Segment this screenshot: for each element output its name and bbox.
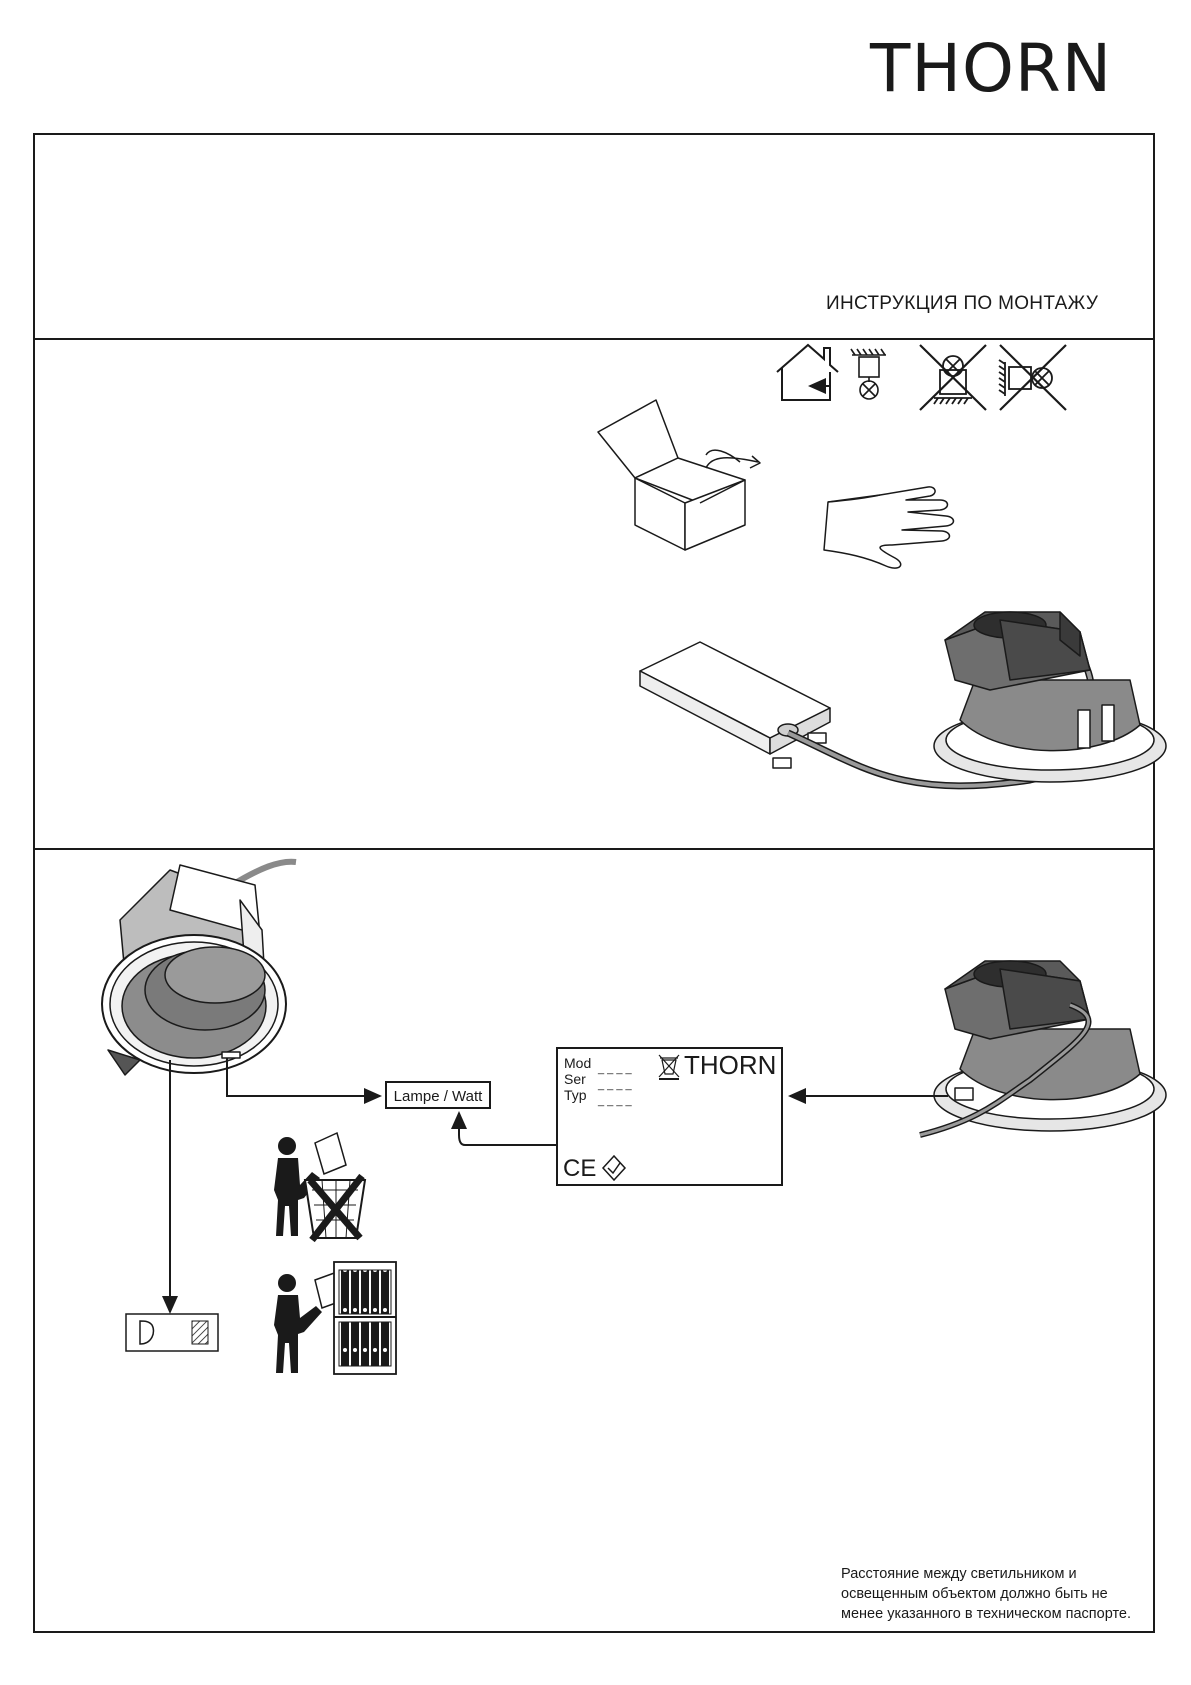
driver-unit-icon (640, 642, 830, 768)
ce-mark: CE (563, 1155, 596, 1182)
open-box-icon (598, 400, 760, 550)
rating-typ-label: Typ (564, 1087, 587, 1103)
no-insulation-cover-icon (920, 345, 986, 410)
rating-brand: THORN (684, 1050, 776, 1080)
rating-ser-label: Ser (564, 1071, 586, 1087)
label-sticker-icon (126, 1314, 218, 1351)
rating-typ-dashes: _ _ _ _ (597, 1095, 633, 1107)
indoor-use-icon (777, 345, 838, 400)
keep-on-file-icon (274, 1262, 396, 1374)
no-wall-mount-icon (999, 345, 1066, 410)
lamp-watt-label-box: Lampe / Watt (386, 1082, 490, 1108)
downlight-fixture-icon (102, 862, 296, 1075)
distance-note: Расстояние между светильником и освещенн… (841, 1564, 1141, 1624)
downlight-fixture-icon (920, 961, 1166, 1135)
lamp-watt-label: Lampe / Watt (394, 1088, 483, 1105)
rating-ser-dashes: _ _ _ _ (597, 1079, 633, 1091)
glove-hand-icon (824, 487, 954, 568)
no-trash-disposal-icon (274, 1133, 365, 1240)
downlight-fixture-icon (934, 612, 1166, 782)
note-line: освещенным объектом должно быть не (841, 1584, 1141, 1604)
note-line: Расстояние между светильником и (841, 1564, 1141, 1584)
rating-mod-dashes: _ _ _ _ (597, 1063, 633, 1075)
rating-mod-label: Mod (564, 1055, 591, 1071)
rating-plate: Mod Ser Typ _ _ _ _ _ _ _ _ _ _ _ _ THOR… (557, 1048, 782, 1185)
ceiling-mount-allowed-icon (851, 349, 886, 399)
note-line: менее указанного в техническом паспорте. (841, 1604, 1141, 1624)
